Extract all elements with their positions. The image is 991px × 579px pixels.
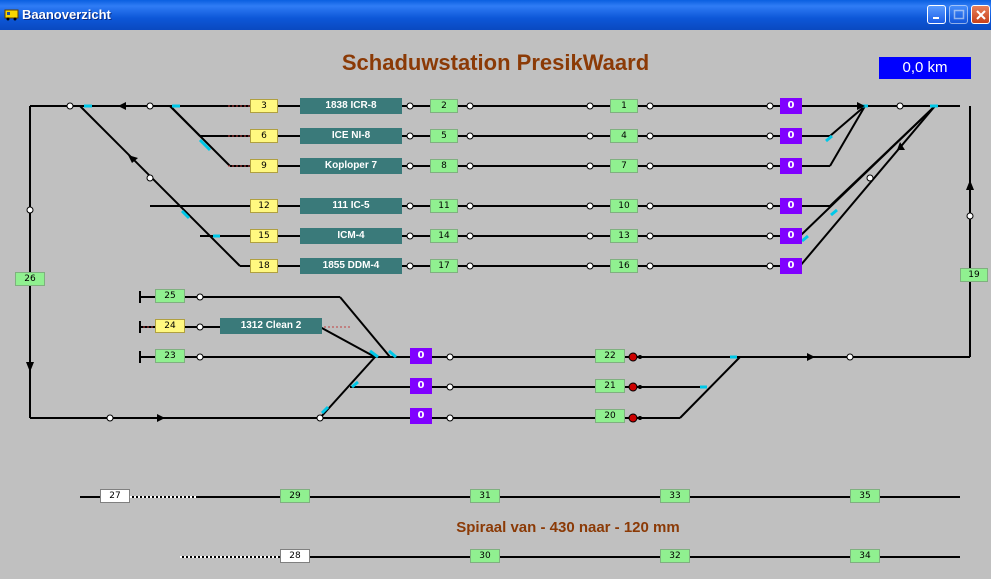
signal-yard-2[interactable]: 0	[410, 378, 432, 394]
block-14[interactable]: 14	[430, 229, 458, 243]
close-button[interactable]	[971, 5, 990, 24]
block-6[interactable]: 6	[250, 129, 278, 143]
block-7[interactable]: 7	[610, 159, 638, 173]
window-title: Baanoverzicht	[22, 7, 111, 22]
block-5[interactable]: 5	[430, 129, 458, 143]
signal-track-2[interactable]: 0	[780, 128, 802, 144]
block-26[interactable]: 26	[15, 272, 45, 286]
block-20[interactable]: 20	[595, 409, 625, 423]
block-31[interactable]: 31	[470, 489, 500, 503]
block-19[interactable]: 19	[960, 268, 988, 282]
train-1855-ddm-4[interactable]: 1855 DDM-4	[300, 258, 402, 274]
block-11[interactable]: 11	[430, 199, 458, 213]
block-10[interactable]: 10	[610, 199, 638, 213]
train-ice-ni-8[interactable]: ICE NI-8	[300, 128, 402, 144]
block-33[interactable]: 33	[660, 489, 690, 503]
signal-yard-1[interactable]: 0	[410, 348, 432, 364]
block-4[interactable]: 4	[610, 129, 638, 143]
block-22[interactable]: 22	[595, 349, 625, 363]
block-17[interactable]: 17	[430, 259, 458, 273]
train-icm-4[interactable]: ICM-4	[300, 228, 402, 244]
block-2[interactable]: 2	[430, 99, 458, 113]
block-24[interactable]: 24	[155, 319, 185, 333]
block-13[interactable]: 13	[610, 229, 638, 243]
block-29[interactable]: 29	[280, 489, 310, 503]
block-23[interactable]: 23	[155, 349, 185, 363]
block-3[interactable]: 3	[250, 99, 278, 113]
maximize-button[interactable]	[949, 5, 968, 24]
train-koploper-7[interactable]: Koploper 7	[300, 158, 402, 174]
block-35[interactable]: 35	[850, 489, 880, 503]
train-app-icon	[4, 9, 19, 21]
maximize-icon	[953, 9, 965, 20]
signal-yard-3[interactable]: 0	[410, 408, 432, 424]
minimize-icon	[933, 17, 939, 19]
signal-track-5[interactable]: 0	[780, 228, 802, 244]
signal-track-6[interactable]: 0	[780, 258, 802, 274]
block-12[interactable]: 12	[250, 199, 278, 213]
block-30[interactable]: 30	[470, 549, 500, 563]
block-34[interactable]: 34	[850, 549, 880, 563]
spiral-label: Spiraal van - 430 naar - 120 mm	[456, 519, 680, 536]
block-16[interactable]: 16	[610, 259, 638, 273]
block-18[interactable]: 18	[250, 259, 278, 273]
block-15[interactable]: 15	[250, 229, 278, 243]
block-8[interactable]: 8	[430, 159, 458, 173]
block-25[interactable]: 25	[155, 289, 185, 303]
block-32[interactable]: 32	[660, 549, 690, 563]
block-21[interactable]: 21	[595, 379, 625, 393]
train-1838-icr-8[interactable]: 1838 ICR-8	[300, 98, 402, 114]
block-27[interactable]: 27	[100, 489, 130, 503]
close-icon	[976, 10, 986, 20]
signal-track-4[interactable]: 0	[780, 198, 802, 214]
title-bar[interactable]: Baanoverzicht	[0, 0, 991, 30]
block-9[interactable]: 9	[250, 159, 278, 173]
train-111-ic-5[interactable]: 111 IC-5	[300, 198, 402, 214]
signal-track-3[interactable]: 0	[780, 158, 802, 174]
signal-track-1[interactable]: 0	[780, 98, 802, 114]
train-1312-clean-2[interactable]: 1312 Clean 2	[220, 318, 322, 334]
block-28[interactable]: 28	[280, 549, 310, 563]
minimize-button[interactable]	[927, 5, 946, 24]
station-title: Schaduwstation PresikWaard	[341, 50, 650, 75]
block-1[interactable]: 1	[610, 99, 638, 113]
speed-display: 0,0 km	[879, 57, 971, 79]
